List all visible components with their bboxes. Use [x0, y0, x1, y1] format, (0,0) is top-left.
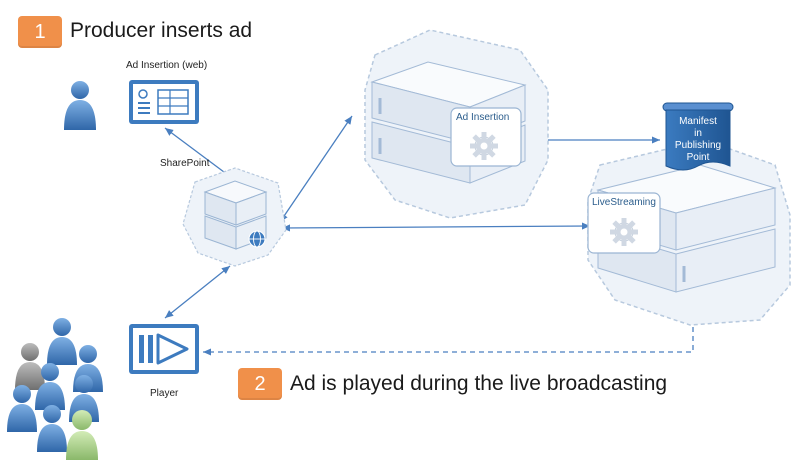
scroll-icon	[662, 102, 734, 171]
person-icon	[64, 81, 96, 130]
web-form-icon	[129, 80, 199, 124]
manifest-line: Manifest	[679, 116, 717, 127]
sharepoint-label: SharePoint	[160, 158, 210, 169]
manifest-line: Point	[686, 152, 710, 163]
manifest-line: in	[694, 128, 702, 139]
connector-sharepoint-adinsertion	[279, 115, 353, 223]
step-2-text: Ad is played during the live broadcastin…	[290, 372, 668, 395]
manifest-line: Publishing	[674, 140, 722, 151]
ad-insertion-server	[364, 29, 549, 219]
live-streaming-server	[587, 139, 791, 326]
player-label: Player	[150, 388, 179, 399]
step-1-text: Producer inserts ad	[70, 19, 253, 42]
ad-insertion-web-label: Ad Insertion (web)	[126, 60, 208, 71]
connector-sharepoint-livestreaming	[281, 222, 591, 232]
live-streaming-label: LiveStreaming	[592, 197, 656, 208]
connector-livestreaming-player	[203, 300, 694, 356]
manifest-label: Manifest in Publishing Point	[663, 116, 733, 164]
step-1-badge: 1	[18, 16, 62, 48]
media-player-icon	[129, 324, 199, 374]
server-globe-icon	[182, 167, 287, 267]
connector-web-sharepoint	[164, 127, 233, 179]
connector-sharepoint-player	[164, 265, 231, 319]
step-2-badge: 2	[238, 368, 282, 400]
ad-insertion-server-label: Ad Insertion	[456, 112, 510, 123]
people-group-icon	[7, 318, 103, 460]
